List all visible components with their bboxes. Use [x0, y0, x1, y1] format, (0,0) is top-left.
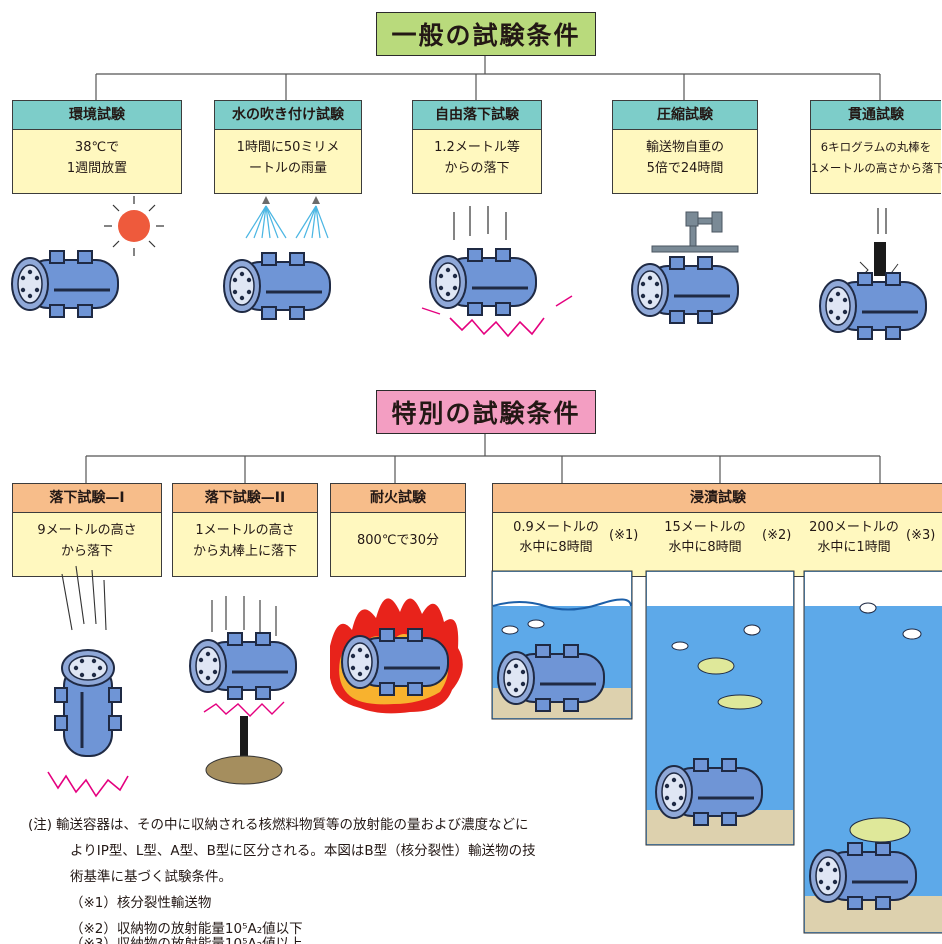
- card-header: 落下試験—I: [13, 484, 161, 513]
- card-header: 落下試験—II: [173, 484, 317, 513]
- card-line: 800℃で30分: [357, 533, 439, 548]
- press-icon: [651, 211, 739, 253]
- cask-icon: [496, 643, 606, 713]
- card-header: 圧縮試験: [613, 101, 757, 130]
- impact-icon: [203, 701, 285, 717]
- immersion-200m: 200メートルの 水中に1時間: [798, 518, 910, 558]
- fish-icon: [501, 619, 545, 635]
- immersion-line: 0.9メートルの: [513, 520, 599, 535]
- card-line: 38℃で: [74, 140, 120, 155]
- cask-icon: [340, 627, 450, 697]
- note-1: （※1）核分裂性輸送物: [70, 895, 212, 911]
- card-line: 輸送物自重の: [645, 140, 724, 155]
- note-mark-3: (※3): [906, 528, 936, 543]
- sun-icon: [104, 196, 164, 256]
- water-spray-icon: [245, 196, 329, 239]
- card-line: 9メートルの高さ: [37, 523, 137, 538]
- card-header: 自由落下試験: [413, 101, 541, 130]
- compression-test-card: 圧縮試験 輸送物自重の 5倍で24時間: [612, 100, 758, 194]
- fish-icon: [849, 602, 922, 843]
- card-line: 1メートルの高さ: [195, 523, 295, 538]
- cask-icon: [808, 841, 918, 911]
- notes-line: 術基準に基づく試験条件。: [70, 869, 232, 885]
- card-line: から落下: [60, 544, 113, 559]
- cask-icon: [818, 271, 928, 341]
- impact-icon: [47, 771, 129, 798]
- environment-test-card: 環境試験 38℃で 1週間放置: [12, 100, 182, 194]
- notes-line: よりIP型、L型、A型、B型に区分される。本図はB型（核分裂性）輸送物の技: [70, 843, 536, 859]
- pin-icon: [240, 716, 248, 764]
- penetration-test-card: 貫通試験 6キログラムの丸棒を 1メートルの高さから落下: [810, 100, 942, 194]
- immersion-line: 15メートルの: [664, 520, 746, 535]
- immersion-test-card: 浸漬試験: [492, 483, 942, 577]
- free-drop-test-card: 自由落下試験 1.2メートル等からの落下: [412, 100, 542, 194]
- cask-icon: [654, 757, 764, 827]
- card-line: 1時間に50ミリメ: [236, 140, 340, 155]
- immersion-15m: 15メートルの 水中に8時間: [650, 518, 760, 558]
- special-conditions-title: 特別の試験条件: [376, 390, 596, 434]
- bar-icon: [859, 208, 902, 283]
- cask-icon: [188, 631, 298, 701]
- notes-line: 輸送容器は、その中に収納される核燃料物質等の放射能の量および濃度などに: [56, 817, 529, 833]
- cask-icon: [53, 648, 123, 758]
- immersion-line: 水中に1時間: [817, 540, 891, 555]
- motion-lines-icon: [453, 206, 507, 240]
- cask-icon: [10, 249, 120, 319]
- fish-icon: [671, 624, 763, 710]
- note-mark-1: (※1): [609, 528, 639, 543]
- water-spray-test-card: 水の吹き付け試験 1時間に50ミリメートルの雨量: [214, 100, 362, 194]
- card-line: 1.2メートル等: [434, 140, 520, 155]
- immersion-09m: 0.9メートルの 水中に8時間: [496, 518, 616, 558]
- note-3: （※3）収納物の放射能量10⁵A₂値以上: [70, 936, 303, 944]
- card-line: 1メートルの高さから落下: [811, 161, 942, 175]
- card-line: から丸棒上に落下: [192, 544, 297, 559]
- drop-test-1-card: 落下試験—I 9メートルの高さから落下: [12, 483, 162, 577]
- card-header: 環境試験: [13, 101, 181, 130]
- motion-lines-icon: [211, 596, 277, 636]
- card-line: からの落下: [444, 161, 510, 176]
- notes-block: (注) 輸送容器は、その中に収納される核燃料物質等の放射能の量および濃度などに …: [28, 812, 648, 942]
- card-line: 6キログラムの丸棒を: [820, 140, 932, 154]
- note-mark-2: (※2): [762, 528, 792, 543]
- fire-test-card: 耐火試験 800℃で30分: [330, 483, 466, 577]
- cask-icon: [428, 247, 538, 317]
- drop-test-2-card: 落下試験—II 1メートルの高さから丸棒上に落下: [172, 483, 318, 577]
- notes-prefix: (注): [28, 817, 53, 833]
- general-conditions-title: 一般の試験条件: [376, 12, 596, 56]
- card-line: 5倍で24時間: [646, 161, 724, 176]
- card-line: ートルの雨量: [248, 161, 327, 176]
- card-header: 浸漬試験: [493, 484, 942, 513]
- cask-icon: [630, 255, 740, 325]
- card-header: 水の吹き付け試験: [215, 101, 361, 130]
- card-header: 耐火試験: [331, 484, 465, 513]
- immersion-line: 水中に8時間: [519, 540, 593, 555]
- immersion-line: 200メートルの: [809, 520, 899, 535]
- note-2: （※2）収納物の放射能量10⁵A₂値以下: [70, 921, 303, 937]
- immersion-line: 水中に8時間: [668, 540, 742, 555]
- motion-lines-icon: [61, 565, 107, 631]
- card-line: 1週間放置: [66, 161, 128, 176]
- card-header: 貫通試験: [811, 101, 941, 130]
- impact-icon: [449, 317, 545, 338]
- cask-icon: [222, 251, 332, 321]
